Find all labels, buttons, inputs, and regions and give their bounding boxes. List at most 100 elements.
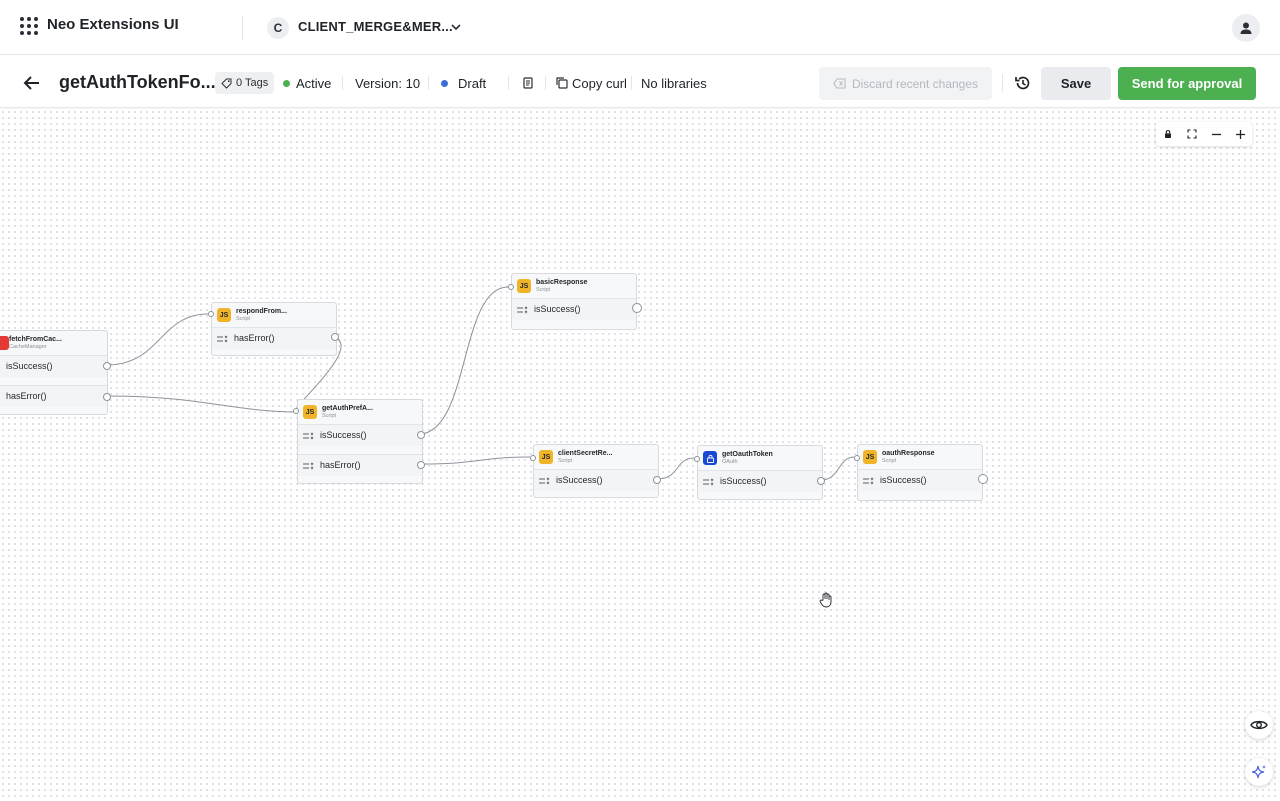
draft-label[interactable]: Draft (458, 76, 487, 91)
flow-node-respond-from[interactable]: JS respondFrom... Script hasError() (208, 302, 339, 356)
output-handle[interactable] (817, 477, 825, 485)
plus-icon (1235, 129, 1245, 139)
lock-canvas-button[interactable] (1156, 122, 1180, 146)
output-handle[interactable] (653, 476, 661, 484)
client-name[interactable]: CLIENT_MERGE&MER... (298, 19, 453, 34)
flow-toolbar: getAuthTokenFo... 0 Tags Active Version:… (0, 56, 1280, 108)
edge-fetch-success-to-respond (106, 313, 209, 366)
input-handle[interactable] (854, 455, 860, 461)
send-for-approval-button[interactable]: Send for approval (1118, 67, 1256, 100)
lock-icon (1165, 130, 1171, 138)
copy-curl-button[interactable]: Copy curl (572, 76, 627, 91)
chevron-down-icon[interactable] (449, 20, 463, 34)
output-handle[interactable] (417, 461, 425, 469)
tags-chip[interactable]: 0 Tags (215, 72, 275, 94)
js-icon: JS (539, 450, 553, 464)
preview-button[interactable] (1245, 711, 1273, 739)
discard-label: Discard recent changes (851, 76, 979, 91)
js-icon: JS (517, 279, 531, 293)
app-launcher-icon[interactable] (20, 17, 38, 35)
port-row[interactable]: hasError() (212, 327, 336, 349)
port-row[interactable]: isSuccess() (534, 469, 658, 491)
node-name: clientSecretRe... (558, 450, 613, 457)
flow-node-basic-response[interactable]: JS basicResponse Script isSuccess() (508, 273, 642, 330)
edge-pref-success-to-basic (420, 286, 509, 435)
top-bar: Neo Extensions UI C CLIENT_MERGE&MER... (0, 0, 1280, 55)
fit-view-button[interactable] (1180, 122, 1204, 146)
flow-node-fetch-from-cache[interactable]: fetchFromCac... CacheManager isSuccess()… (0, 330, 111, 415)
node-header: JS oauthResponse Script (858, 445, 982, 469)
back-arrow-icon[interactable] (22, 73, 42, 93)
node-name: basicResponse (536, 279, 588, 286)
input-handle[interactable] (694, 456, 700, 462)
tags-label: 0 Tags (236, 77, 269, 89)
input-handle[interactable] (508, 284, 514, 290)
divider (508, 76, 509, 90)
tag-icon (221, 78, 232, 89)
ai-assistant-button[interactable] (1245, 758, 1273, 786)
user-avatar[interactable] (1232, 14, 1260, 42)
output-handle[interactable] (632, 303, 642, 313)
condition-icon (703, 478, 714, 486)
condition-icon (303, 432, 314, 440)
flow-node-get-auth-pref[interactable]: JS getAuthPrefA... Script isSuccess() ha… (293, 399, 425, 484)
condition-icon (217, 335, 228, 343)
node-name: getOauthToken (722, 451, 773, 458)
zoom-out-button[interactable] (1204, 122, 1228, 146)
libraries-button[interactable]: No libraries (641, 76, 707, 91)
condition-icon (303, 462, 314, 470)
flow-node-get-oauth-token[interactable]: getOauthToken OAuth isSuccess() (694, 445, 825, 500)
port-row[interactable]: hasError() (298, 454, 422, 476)
copy-icon[interactable] (555, 76, 569, 90)
active-status-dot (283, 80, 290, 87)
port-row[interactable]: isSuccess() (512, 298, 636, 320)
port-label: hasError() (320, 460, 361, 470)
condition-icon (863, 477, 874, 485)
port-row[interactable]: isSuccess() (858, 469, 982, 491)
output-handle[interactable] (103, 393, 111, 401)
discard-changes-button[interactable]: Discard recent changes (819, 67, 992, 100)
output-handle[interactable] (103, 362, 111, 370)
input-handle[interactable] (530, 455, 536, 461)
user-icon (1240, 22, 1252, 34)
status-label[interactable]: Active (296, 76, 332, 91)
output-handle[interactable] (978, 474, 988, 484)
port-label: hasError() (234, 333, 275, 343)
divider (1002, 74, 1003, 92)
node-type: Script (882, 458, 897, 464)
port-row[interactable]: isSuccess() (0, 355, 107, 377)
port-row[interactable]: hasError() (0, 385, 107, 407)
flow-node-oauth-response[interactable]: JS oauthResponse Script isSuccess() (854, 444, 988, 501)
port-label: isSuccess() (320, 430, 367, 440)
output-handle[interactable] (417, 431, 425, 439)
version-label[interactable]: Version: 10 (355, 76, 421, 91)
divider (342, 76, 343, 90)
minus-icon (1211, 133, 1221, 135)
output-handle[interactable] (331, 333, 339, 341)
clear-icon (833, 78, 846, 89)
js-icon: JS (303, 405, 317, 419)
divider (242, 16, 243, 40)
flow-node-client-secret[interactable]: JS clientSecretRe... Script isSuccess() (530, 444, 661, 498)
condition-icon (539, 477, 550, 485)
input-handle[interactable] (293, 408, 299, 414)
port-row[interactable]: isSuccess() (298, 424, 422, 446)
zoom-in-button[interactable] (1228, 122, 1252, 146)
node-header: getOauthToken OAuth (698, 446, 822, 470)
flow-canvas[interactable]: fetchFromCac... CacheManager isSuccess()… (0, 109, 1280, 801)
document-icon[interactable] (521, 76, 535, 90)
history-icon[interactable] (1013, 73, 1033, 93)
canvas-controls (1156, 122, 1252, 146)
save-button[interactable]: Save (1041, 67, 1111, 100)
condition-icon (517, 306, 528, 314)
port-label: hasError() (6, 391, 47, 401)
port-label: isSuccess() (880, 475, 927, 485)
node-type: Script (536, 287, 551, 293)
port-row[interactable]: isSuccess() (698, 470, 822, 492)
eye-icon (1250, 720, 1268, 730)
port-label: isSuccess() (534, 304, 581, 314)
node-name: oauthResponse (882, 450, 935, 457)
node-type: Script (236, 316, 251, 322)
client-avatar[interactable]: C (267, 17, 289, 39)
input-handle[interactable] (208, 311, 214, 317)
